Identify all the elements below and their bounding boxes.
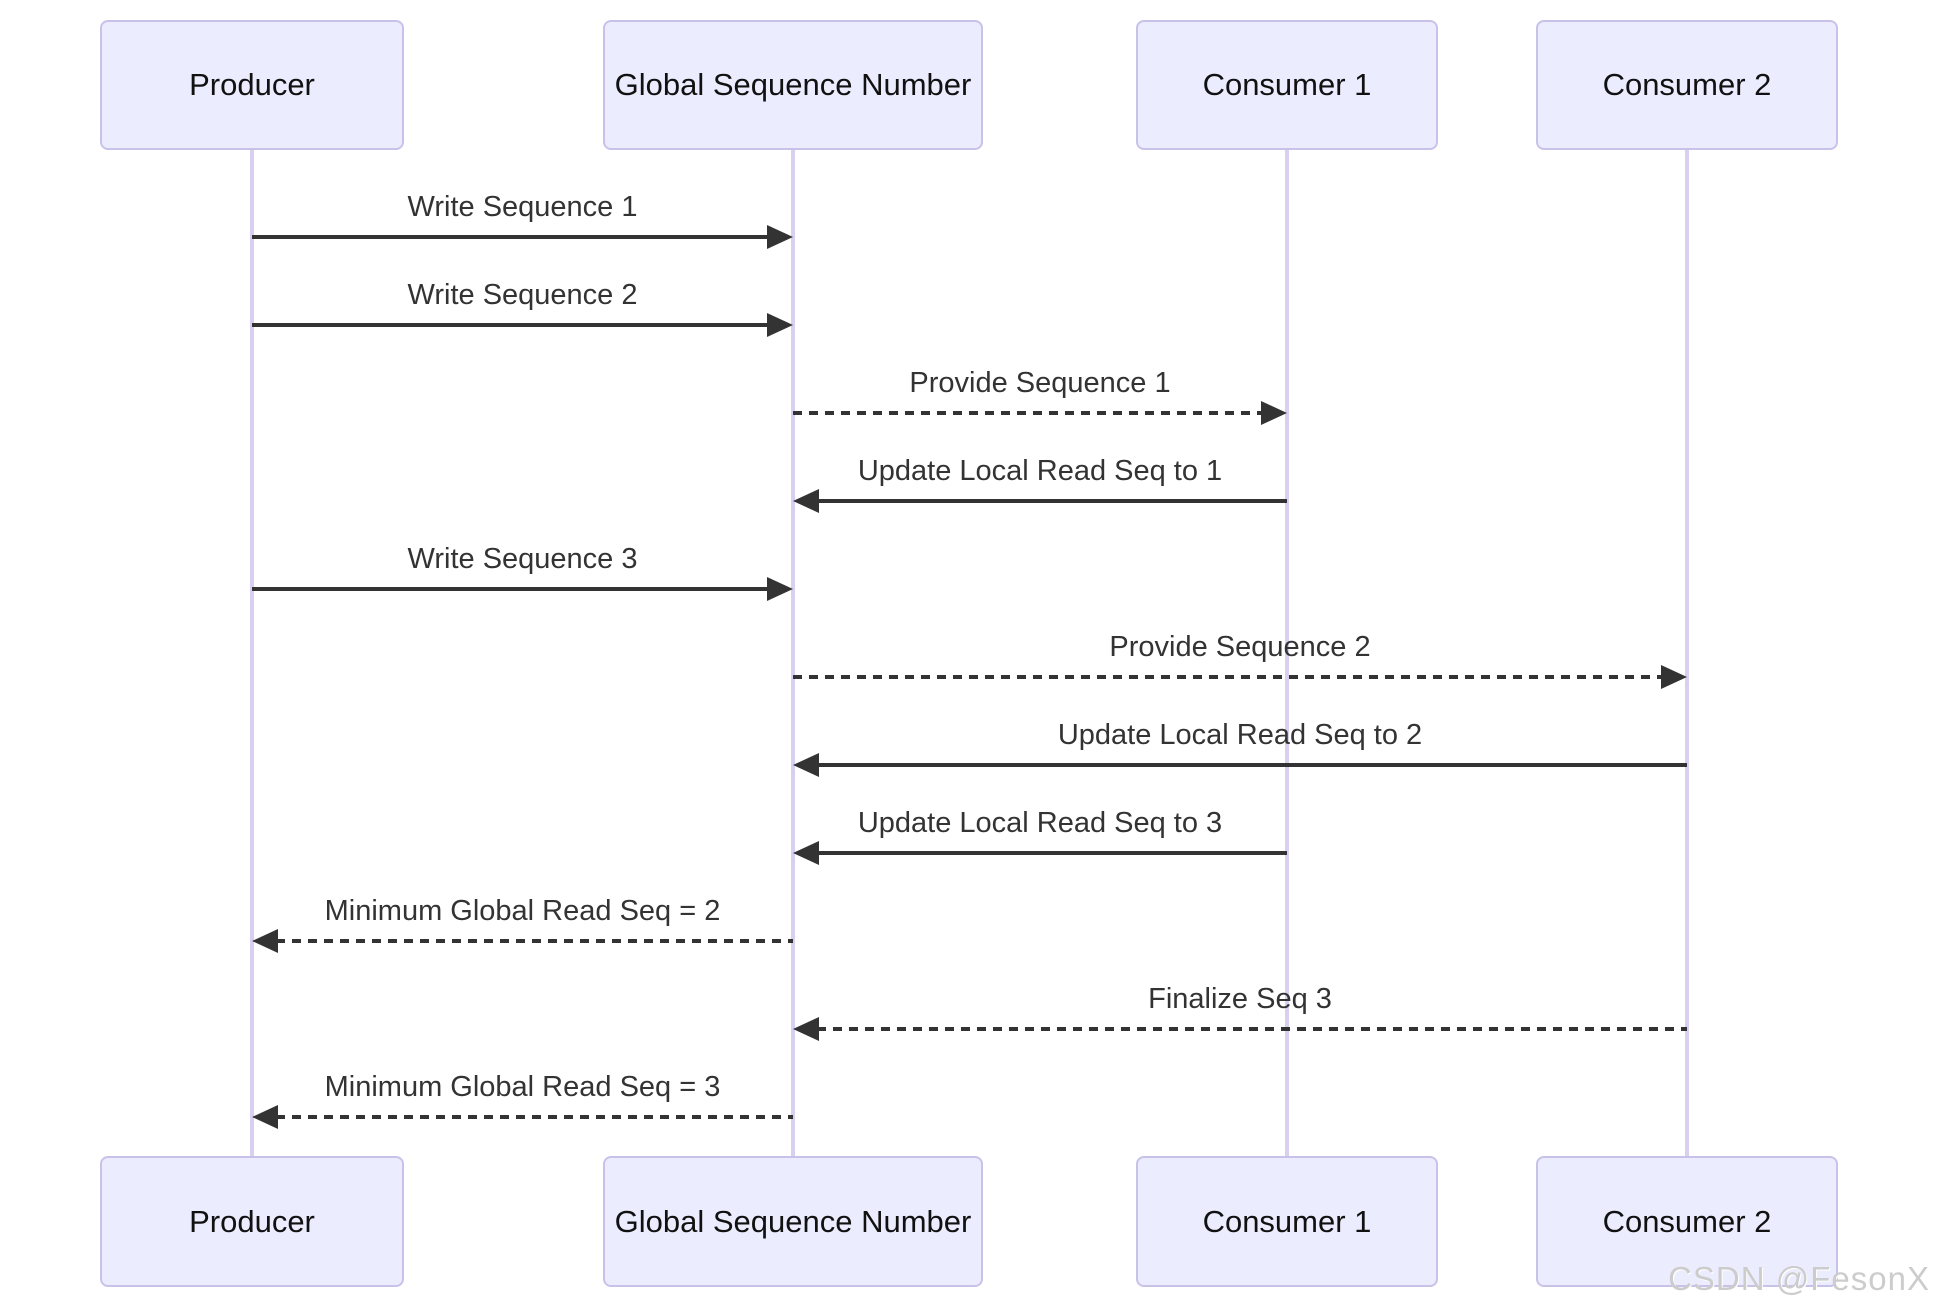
- arrowhead-right-icon: [767, 577, 793, 601]
- lifeline-3: [1285, 150, 1289, 1156]
- actor-box-1: Producer: [100, 1156, 404, 1287]
- arrowhead-right-icon: [1261, 401, 1287, 425]
- arrowhead-left-icon: [252, 929, 278, 953]
- arrowhead-right-icon: [767, 313, 793, 337]
- lifeline-4: [1685, 150, 1689, 1156]
- message-label: Write Sequence 3: [407, 543, 638, 575]
- message-label: Finalize Seq 3: [1148, 983, 1332, 1015]
- lifeline-2: [791, 150, 795, 1156]
- actor-box-3: Consumer 1: [1136, 1156, 1438, 1287]
- arrowhead-right-icon: [767, 225, 793, 249]
- message-label: Write Sequence 2: [407, 279, 638, 311]
- message-line: [793, 411, 1263, 415]
- message-label: Provide Sequence 1: [909, 367, 1171, 399]
- arrowhead-left-icon: [793, 489, 819, 513]
- actor-box-4: Consumer 2: [1536, 20, 1838, 150]
- arrowhead-left-icon: [793, 841, 819, 865]
- watermark: CSDN @FesonX: [1668, 1260, 1930, 1297]
- arrowhead-left-icon: [793, 753, 819, 777]
- actor-label: Global Sequence Number: [614, 67, 972, 102]
- arrowhead-right-icon: [1661, 665, 1687, 689]
- message-label: Minimum Global Read Seq = 3: [324, 1071, 721, 1103]
- actor-label: Consumer 1: [1202, 1203, 1372, 1239]
- actor-box-1: Producer: [100, 20, 404, 150]
- actor-box-3: Consumer 1: [1136, 20, 1438, 150]
- message-line: [817, 1027, 1687, 1031]
- message-line: [793, 675, 1663, 679]
- message-line: [276, 939, 793, 943]
- message-line: [252, 235, 769, 239]
- actor-box-4: Consumer 2: [1536, 1156, 1838, 1287]
- actor-label: Consumer 2: [1602, 67, 1772, 102]
- message-label: Update Local Read Seq to 1: [857, 455, 1223, 487]
- actor-label: Global Sequence Number: [614, 1203, 972, 1239]
- message-line: [817, 851, 1287, 855]
- message-label: Update Local Read Seq to 3: [857, 807, 1223, 839]
- message-label: Update Local Read Seq to 2: [1057, 719, 1423, 751]
- arrowhead-left-icon: [252, 1105, 278, 1129]
- message-label: Minimum Global Read Seq = 2: [324, 895, 721, 927]
- message-line: [817, 763, 1687, 767]
- arrowhead-left-icon: [793, 1017, 819, 1041]
- actor-box-2: Global Sequence Number: [603, 1156, 983, 1287]
- actor-label: Producer: [189, 67, 315, 102]
- message-line: [276, 1115, 793, 1119]
- lifeline-1: [250, 150, 254, 1156]
- message-line: [817, 499, 1287, 503]
- actor-label: Consumer 1: [1202, 67, 1372, 102]
- actor-box-2: Global Sequence Number: [603, 20, 983, 150]
- message-line: [252, 323, 769, 327]
- actor-label: Producer: [189, 1203, 315, 1239]
- message-line: [252, 587, 769, 591]
- actor-label: Consumer 2: [1602, 1203, 1772, 1239]
- message-label: Provide Sequence 2: [1109, 631, 1371, 663]
- message-label: Write Sequence 1: [407, 191, 638, 223]
